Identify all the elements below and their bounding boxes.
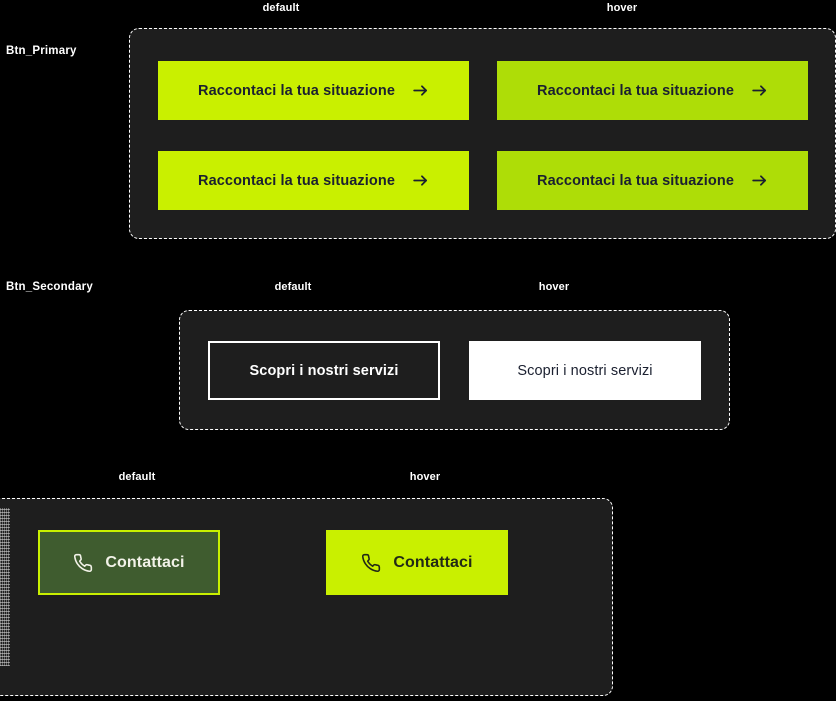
btn-secondary-label: Scopri i nostri servizi [517,362,653,379]
btn-primary-default-1[interactable]: Raccontaci la tua situazione [158,61,469,120]
btn-primary-label: Raccontaci la tua situazione [198,172,395,189]
btn-primary-label: Raccontaci la tua situazione [537,172,734,189]
arrow-right-icon [751,172,768,189]
column-label-primary-hover: hover [606,2,638,14]
btn-contact-default[interactable]: Contattaci [38,530,220,595]
column-label-primary-default: default [262,2,300,14]
contact-buttons-panel [0,498,613,696]
column-label-secondary-default: default [274,281,312,293]
btn-secondary-hover[interactable]: Scopri i nostri servizi [469,341,701,400]
phone-icon [73,553,93,573]
btn-primary-hover-2[interactable]: Raccontaci la tua situazione [497,151,808,210]
btn-primary-label: Raccontaci la tua situazione [537,82,734,99]
row-label-btn-primary: Btn_Primary [6,45,77,57]
row-label-btn-secondary: Btn_Secondary [6,281,93,293]
btn-contact-label: Contattaci [105,553,185,571]
btn-contact-label: Contattaci [393,553,473,571]
column-label-contact-default: default [118,471,156,483]
phone-icon [361,553,381,573]
panel-edge-noise-artifact [0,508,10,666]
column-label-secondary-hover: hover [538,281,570,293]
btn-primary-hover-1[interactable]: Raccontaci la tua situazione [497,61,808,120]
column-label-contact-hover: hover [409,471,441,483]
btn-secondary-default[interactable]: Scopri i nostri servizi [208,341,440,400]
btn-contact-hover[interactable]: Contattaci [326,530,508,595]
arrow-right-icon [412,82,429,99]
btn-primary-default-2[interactable]: Raccontaci la tua situazione [158,151,469,210]
arrow-right-icon [751,82,768,99]
btn-secondary-label: Scopri i nostri servizi [249,362,399,379]
arrow-right-icon [412,172,429,189]
btn-primary-label: Raccontaci la tua situazione [198,82,395,99]
